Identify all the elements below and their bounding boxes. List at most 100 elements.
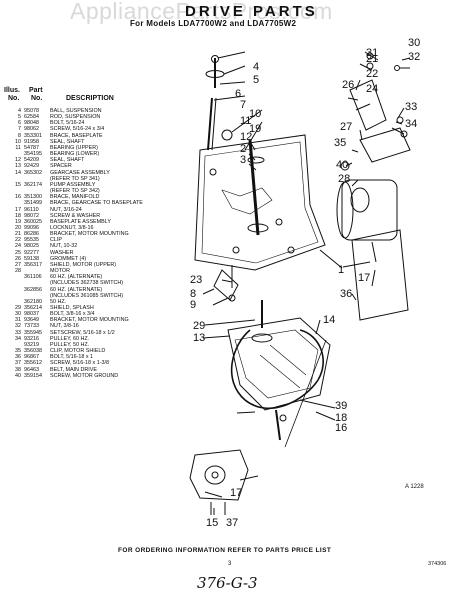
parts-cell-desc: (REFER TO SP 342) xyxy=(50,188,100,195)
parts-cell-desc: BEARING (UPPER) xyxy=(50,144,98,151)
parts-cell-desc: BRACKET, MOTOR MOUNTING xyxy=(50,317,129,324)
parts-cell-ref: 10 xyxy=(15,138,21,145)
parts-cell-pn: 355945 xyxy=(24,329,42,336)
parts-cell-pn: 91958 xyxy=(24,138,39,145)
callout-number: 19 xyxy=(249,123,261,135)
parts-cell-ref: 32 xyxy=(15,323,21,330)
parts-cell-ref: 30 xyxy=(15,311,21,318)
callout-number: 35 xyxy=(334,137,346,149)
parts-cell-pn: 98025 xyxy=(24,243,39,250)
parts-cell-pn: 73733 xyxy=(24,323,39,330)
parts-cell-desc: PULLEY, 50 HZ. xyxy=(50,341,90,348)
parts-cell-ref: 15 xyxy=(15,181,21,188)
parts-cell-ref: 13 xyxy=(15,163,21,170)
page-title: DRIVE PARTS xyxy=(185,3,318,20)
parts-cell-desc: BOLT, 5/16-18 x 1 xyxy=(50,354,94,361)
parts-cell-ref: 18 xyxy=(15,212,21,219)
parts-cell-ref: 28 xyxy=(15,268,21,275)
parts-cell-ref: 20 xyxy=(15,224,21,231)
parts-cell-ref: 7 xyxy=(18,126,21,133)
parts-cell-desc: SETSCREW, 5/16-18 x 1/2 xyxy=(50,329,115,336)
parts-cell-desc: GROMMET (4) xyxy=(50,255,87,262)
parts-cell-pn: 96110 xyxy=(24,206,39,213)
parts-cell-pn: 54209 xyxy=(24,157,39,164)
callout-number: 3 xyxy=(240,154,246,166)
callout-number: 28 xyxy=(338,173,350,185)
parts-cell-pn: 362856 xyxy=(24,286,42,293)
parts-cell-desc: SEAL, SHAFT xyxy=(50,157,85,164)
parts-cell-desc: NUT, 3/16-24 xyxy=(50,206,82,213)
callout-number: 17 xyxy=(358,272,370,284)
callout-number: 11 xyxy=(240,115,251,127)
parts-cell-ref: 24 xyxy=(15,243,21,250)
callout-number: 16 xyxy=(335,422,347,434)
parts-cell-ref: 31 xyxy=(15,317,21,324)
parts-cell-desc: SHIELD, SPLASH xyxy=(50,305,94,311)
parts-cell-pn: 361106 xyxy=(24,274,42,281)
parts-cell-pn: 54787 xyxy=(24,144,39,151)
parts-cell-pn: 98072 xyxy=(24,212,39,219)
parts-cell-desc: ROD, SUSPENSION xyxy=(50,114,101,121)
parts-cell-desc: BALL, SUSPENSION xyxy=(50,108,102,114)
parts-cell-desc: BOLT, 3/8-16 x 3/4 xyxy=(50,311,95,318)
callout-number: 24 xyxy=(366,83,378,95)
callout-number: 2 xyxy=(240,143,246,155)
parts-cell-pn: 92277 xyxy=(24,249,39,256)
parts-cell-pn: 93649 xyxy=(24,317,39,324)
callout-number: 18 xyxy=(335,412,347,424)
parts-cell-desc: LOCKNUT, 3/8-16 xyxy=(50,224,94,231)
parts-row: (INCLUDES 361085 SWITCH) xyxy=(4,293,174,299)
parts-cell-desc: SCREW & WASHER xyxy=(50,212,101,219)
callout-number: 17 xyxy=(230,487,242,499)
parts-cell-ref: 25 xyxy=(15,249,21,256)
callout-number: 8 xyxy=(190,288,196,300)
callout-number: 1 xyxy=(338,264,344,276)
parts-cell-ref: 17 xyxy=(15,206,21,213)
parts-cell-ref: 16 xyxy=(15,194,21,201)
callout-number: 10 xyxy=(249,108,261,120)
parts-cell-ref: 40 xyxy=(15,372,21,379)
parts-cell-pn: 353301 xyxy=(24,132,42,139)
parts-cell-desc: SHIELD, MOTOR (UPPER) xyxy=(50,261,117,268)
parts-cell-desc: SPACER xyxy=(50,163,72,170)
callout-number: 32 xyxy=(408,51,420,63)
footer-note: FOR ORDERING INFORMATION REFER TO PARTS … xyxy=(118,547,332,554)
callout-number: 29 xyxy=(193,320,205,332)
parts-cell-pn: 96867 xyxy=(24,354,39,361)
parts-cell-desc: BELT, MAIN DRIVE xyxy=(50,366,97,373)
parts-cell-desc: WASHER xyxy=(50,249,74,256)
parts-cell-ref: 12 xyxy=(15,157,21,164)
callout-number: 33 xyxy=(405,101,417,113)
callout-number: 21 xyxy=(366,53,378,65)
callout-number: 23 xyxy=(190,274,202,286)
callout-number: 15 xyxy=(206,517,218,529)
parts-cell-pn: 98048 xyxy=(24,120,39,127)
parts-cell-ref: 21 xyxy=(15,231,21,238)
parts-cell-ref: 6 xyxy=(18,120,21,127)
parts-cell-ref: 38 xyxy=(15,366,21,373)
parts-cell-desc: CLIP, MOTOR SHIELD xyxy=(50,348,106,355)
parts-cell-desc: SCREW, 5/16-18 x 1-3/8 xyxy=(50,360,110,367)
parts-cell-ref: 35 xyxy=(15,348,21,355)
callout-number: 5 xyxy=(253,74,259,86)
parts-cell-desc: 60 HZ. (ALTERNATE) xyxy=(50,274,103,281)
parts-row: (REFER TO SP 341) xyxy=(4,176,174,182)
parts-cell-ref: 11 xyxy=(15,144,21,151)
